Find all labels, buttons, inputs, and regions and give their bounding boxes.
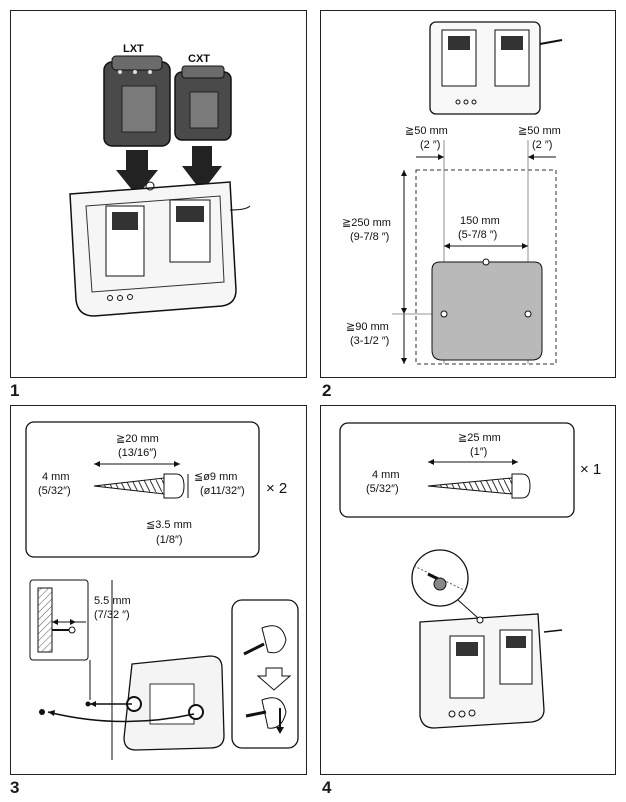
- figure-4-number: 4: [322, 778, 332, 797]
- cxt-battery-icon: [174, 65, 232, 141]
- hole-span-inch: (5-7/8 ″): [458, 229, 497, 241]
- screw-length-inch: (13/16″): [118, 447, 157, 459]
- top-clearance-inch: (9-7/8 ″): [350, 231, 389, 243]
- charger-icon: [69, 181, 251, 317]
- head-diameter-label: ≦ø9 mm: [194, 471, 237, 483]
- screw-icon-4: [427, 473, 531, 499]
- head-height-inch: (1/8″): [156, 534, 183, 546]
- hole-span-label: 150 mm: [460, 215, 500, 227]
- head-height-label: ≦3.5 mm: [146, 519, 192, 531]
- screw-quantity: × 2: [266, 480, 287, 497]
- figure-2-illustration: ≧50 mm (2 ″) ≧50 mm (2 ″) ≧250 mm (9-7/8…: [342, 21, 563, 365]
- head-diameter-inch: (ø11/32″): [200, 485, 245, 497]
- screw-length-label: ≧20 mm: [116, 433, 159, 445]
- left-clearance-label: ≧50 mm: [405, 125, 448, 137]
- figure-4-illustration: ≧25 mm (1″) 4 mm (5/32″) × 1: [339, 422, 601, 729]
- shank-inch-4: (5/32″): [366, 483, 399, 495]
- right-clearance-inch: (2 ″): [532, 139, 552, 151]
- wall-icon: [37, 587, 53, 653]
- insert-arrow-right-icon: [182, 146, 222, 192]
- screw-length-inch-4: (1″): [470, 446, 487, 458]
- figure-2-number: 2: [322, 381, 332, 400]
- screw-length-label-4: ≧25 mm: [458, 432, 501, 444]
- down-arrow-icon: [256, 667, 292, 691]
- bottom-clearance-inch: (3-1/2 ″): [350, 335, 389, 347]
- figure-1-illustration: LXT CXT: [69, 43, 251, 317]
- figure-3-illustration: ≧20 mm (13/16″) 4 mm (5/32″) ≦ø9 mm (ø11…: [25, 421, 299, 760]
- figure-1-number: 1: [10, 381, 20, 400]
- insert-arrow-left-icon: [116, 150, 158, 196]
- detail-inset: [231, 599, 299, 749]
- cxt-label: CXT: [188, 53, 210, 65]
- right-clearance-label: ≧50 mm: [518, 125, 561, 137]
- charger-icon-4: [419, 613, 563, 729]
- shank-label: 4 mm: [42, 471, 70, 483]
- shank-inch: (5/32″): [38, 485, 71, 497]
- screw-quantity-4: × 1: [580, 461, 601, 478]
- shank-label-4: 4 mm: [372, 469, 400, 481]
- top-clearance-label: ≧250 mm: [342, 217, 391, 229]
- figure-3-number: 3: [10, 778, 20, 797]
- lxt-battery-icon: [103, 55, 171, 147]
- lxt-label: LXT: [123, 43, 144, 55]
- charger-top-icon: [429, 21, 563, 115]
- left-clearance-inch: (2 ″): [420, 139, 440, 151]
- bottom-clearance-label: ≧90 mm: [346, 321, 389, 333]
- charger-back-icon: [123, 655, 225, 751]
- screw-icon: [93, 473, 185, 499]
